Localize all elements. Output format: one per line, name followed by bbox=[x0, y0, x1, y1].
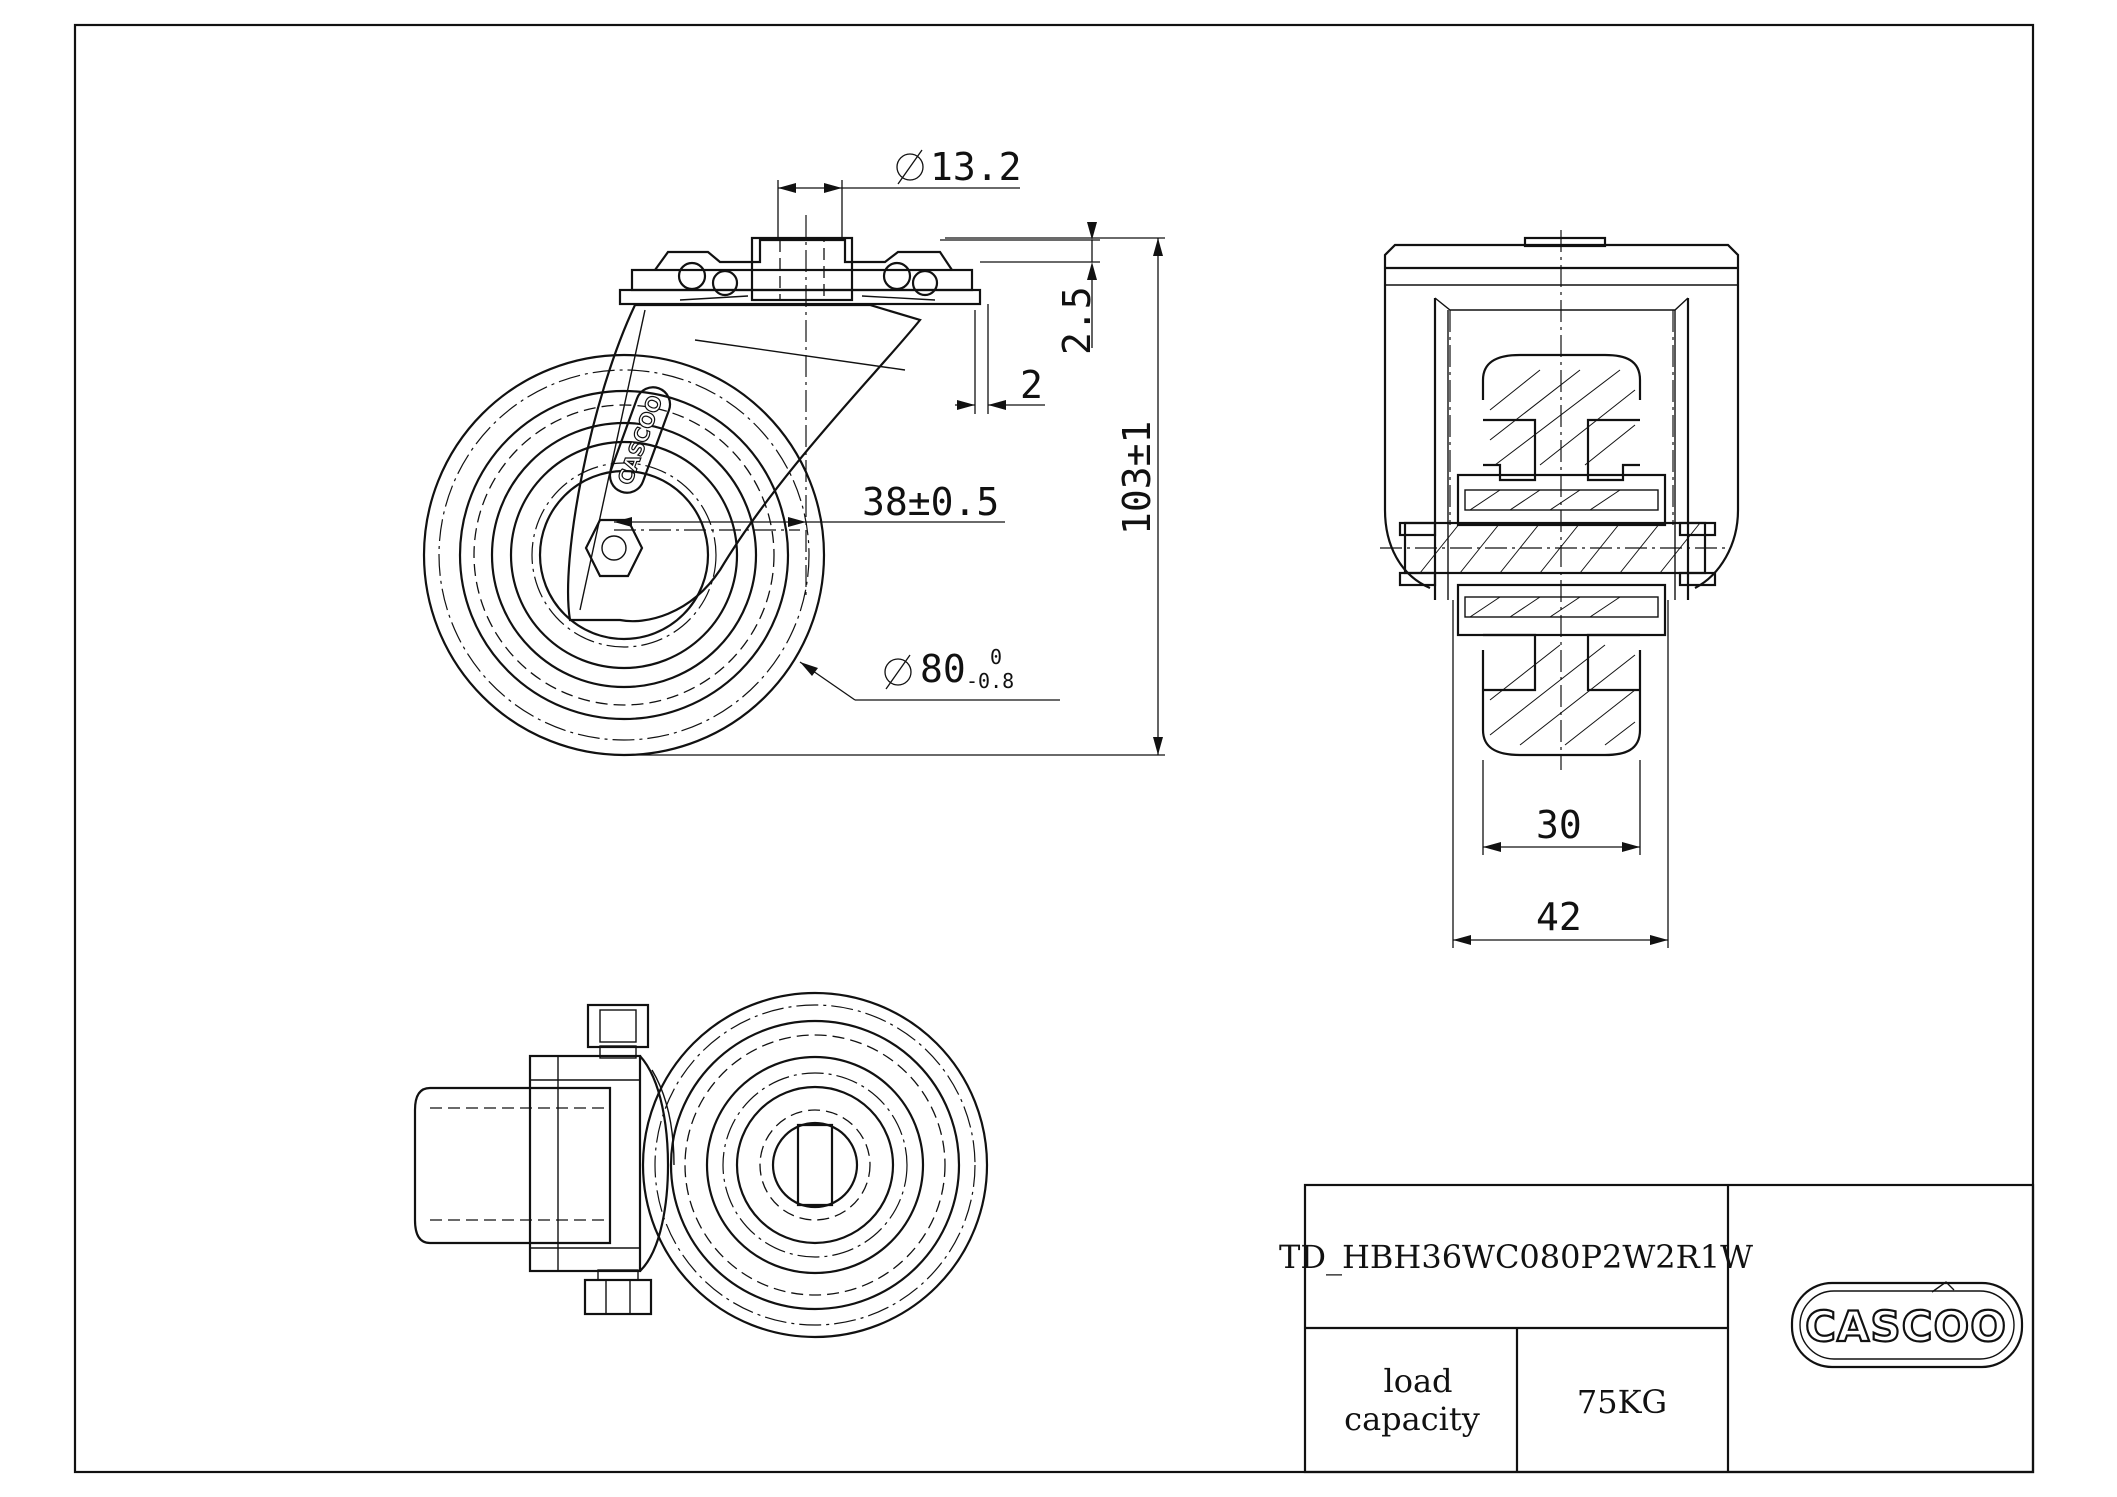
dim-tread-width: 30 bbox=[1482, 760, 1641, 855]
dim-wheel-dia: 80 0 -0.8 bbox=[799, 645, 1060, 701]
load-value: 75KG bbox=[1577, 1383, 1667, 1421]
dim-small-offset-label: 2 bbox=[1020, 363, 1043, 407]
top-view bbox=[413, 991, 989, 1339]
side-top-plate bbox=[618, 215, 982, 600]
dim-overall-height: 103±1 bbox=[624, 237, 1165, 756]
dim-plate-thickness-label: 2.5 bbox=[1055, 286, 1099, 355]
casco-logo: CASCOO bbox=[1790, 1281, 2024, 1369]
load-label-line2: capacity bbox=[1344, 1400, 1480, 1438]
dim-wheel-tol-upper: 0 bbox=[990, 645, 1002, 669]
side-view: CASCOO bbox=[422, 145, 1165, 757]
dim-small-offset: 2 bbox=[955, 304, 1045, 414]
dim-tread-width-label: 30 bbox=[1536, 803, 1582, 847]
logo-text: CASCOO bbox=[1805, 1302, 2007, 1351]
dim-overall-height-label: 103±1 bbox=[1115, 421, 1159, 535]
dim-plate-thickness: 2.5 bbox=[940, 222, 1100, 355]
dim-swivel-offset-label: 38±0.5 bbox=[862, 480, 999, 524]
title-block: TD_HBH36WC080P2W2R1W load capacity 75KG … bbox=[1279, 1183, 2035, 1474]
dim-wheel-dia-label: 80 bbox=[920, 647, 966, 691]
dim-bore: 13.2 bbox=[777, 145, 1022, 238]
dim-bore-label: 13.2 bbox=[930, 145, 1022, 189]
load-label-line1: load bbox=[1383, 1362, 1452, 1400]
dim-wheel-tol-lower: -0.8 bbox=[966, 669, 1014, 693]
dim-swivel-offset: 38±0.5 bbox=[614, 480, 1005, 527]
front-view: 30 42 bbox=[1380, 230, 1740, 948]
dim-hub-width-label: 42 bbox=[1536, 895, 1582, 939]
dim-hub-width: 42 bbox=[1452, 600, 1669, 948]
side-fork: CASCOO bbox=[567, 303, 922, 623]
drawing-frame bbox=[73, 23, 2035, 1474]
casco-logo-icon bbox=[1931, 1281, 1955, 1293]
part-number: TD_HBH36WC080P2W2R1W bbox=[1279, 1238, 1753, 1276]
